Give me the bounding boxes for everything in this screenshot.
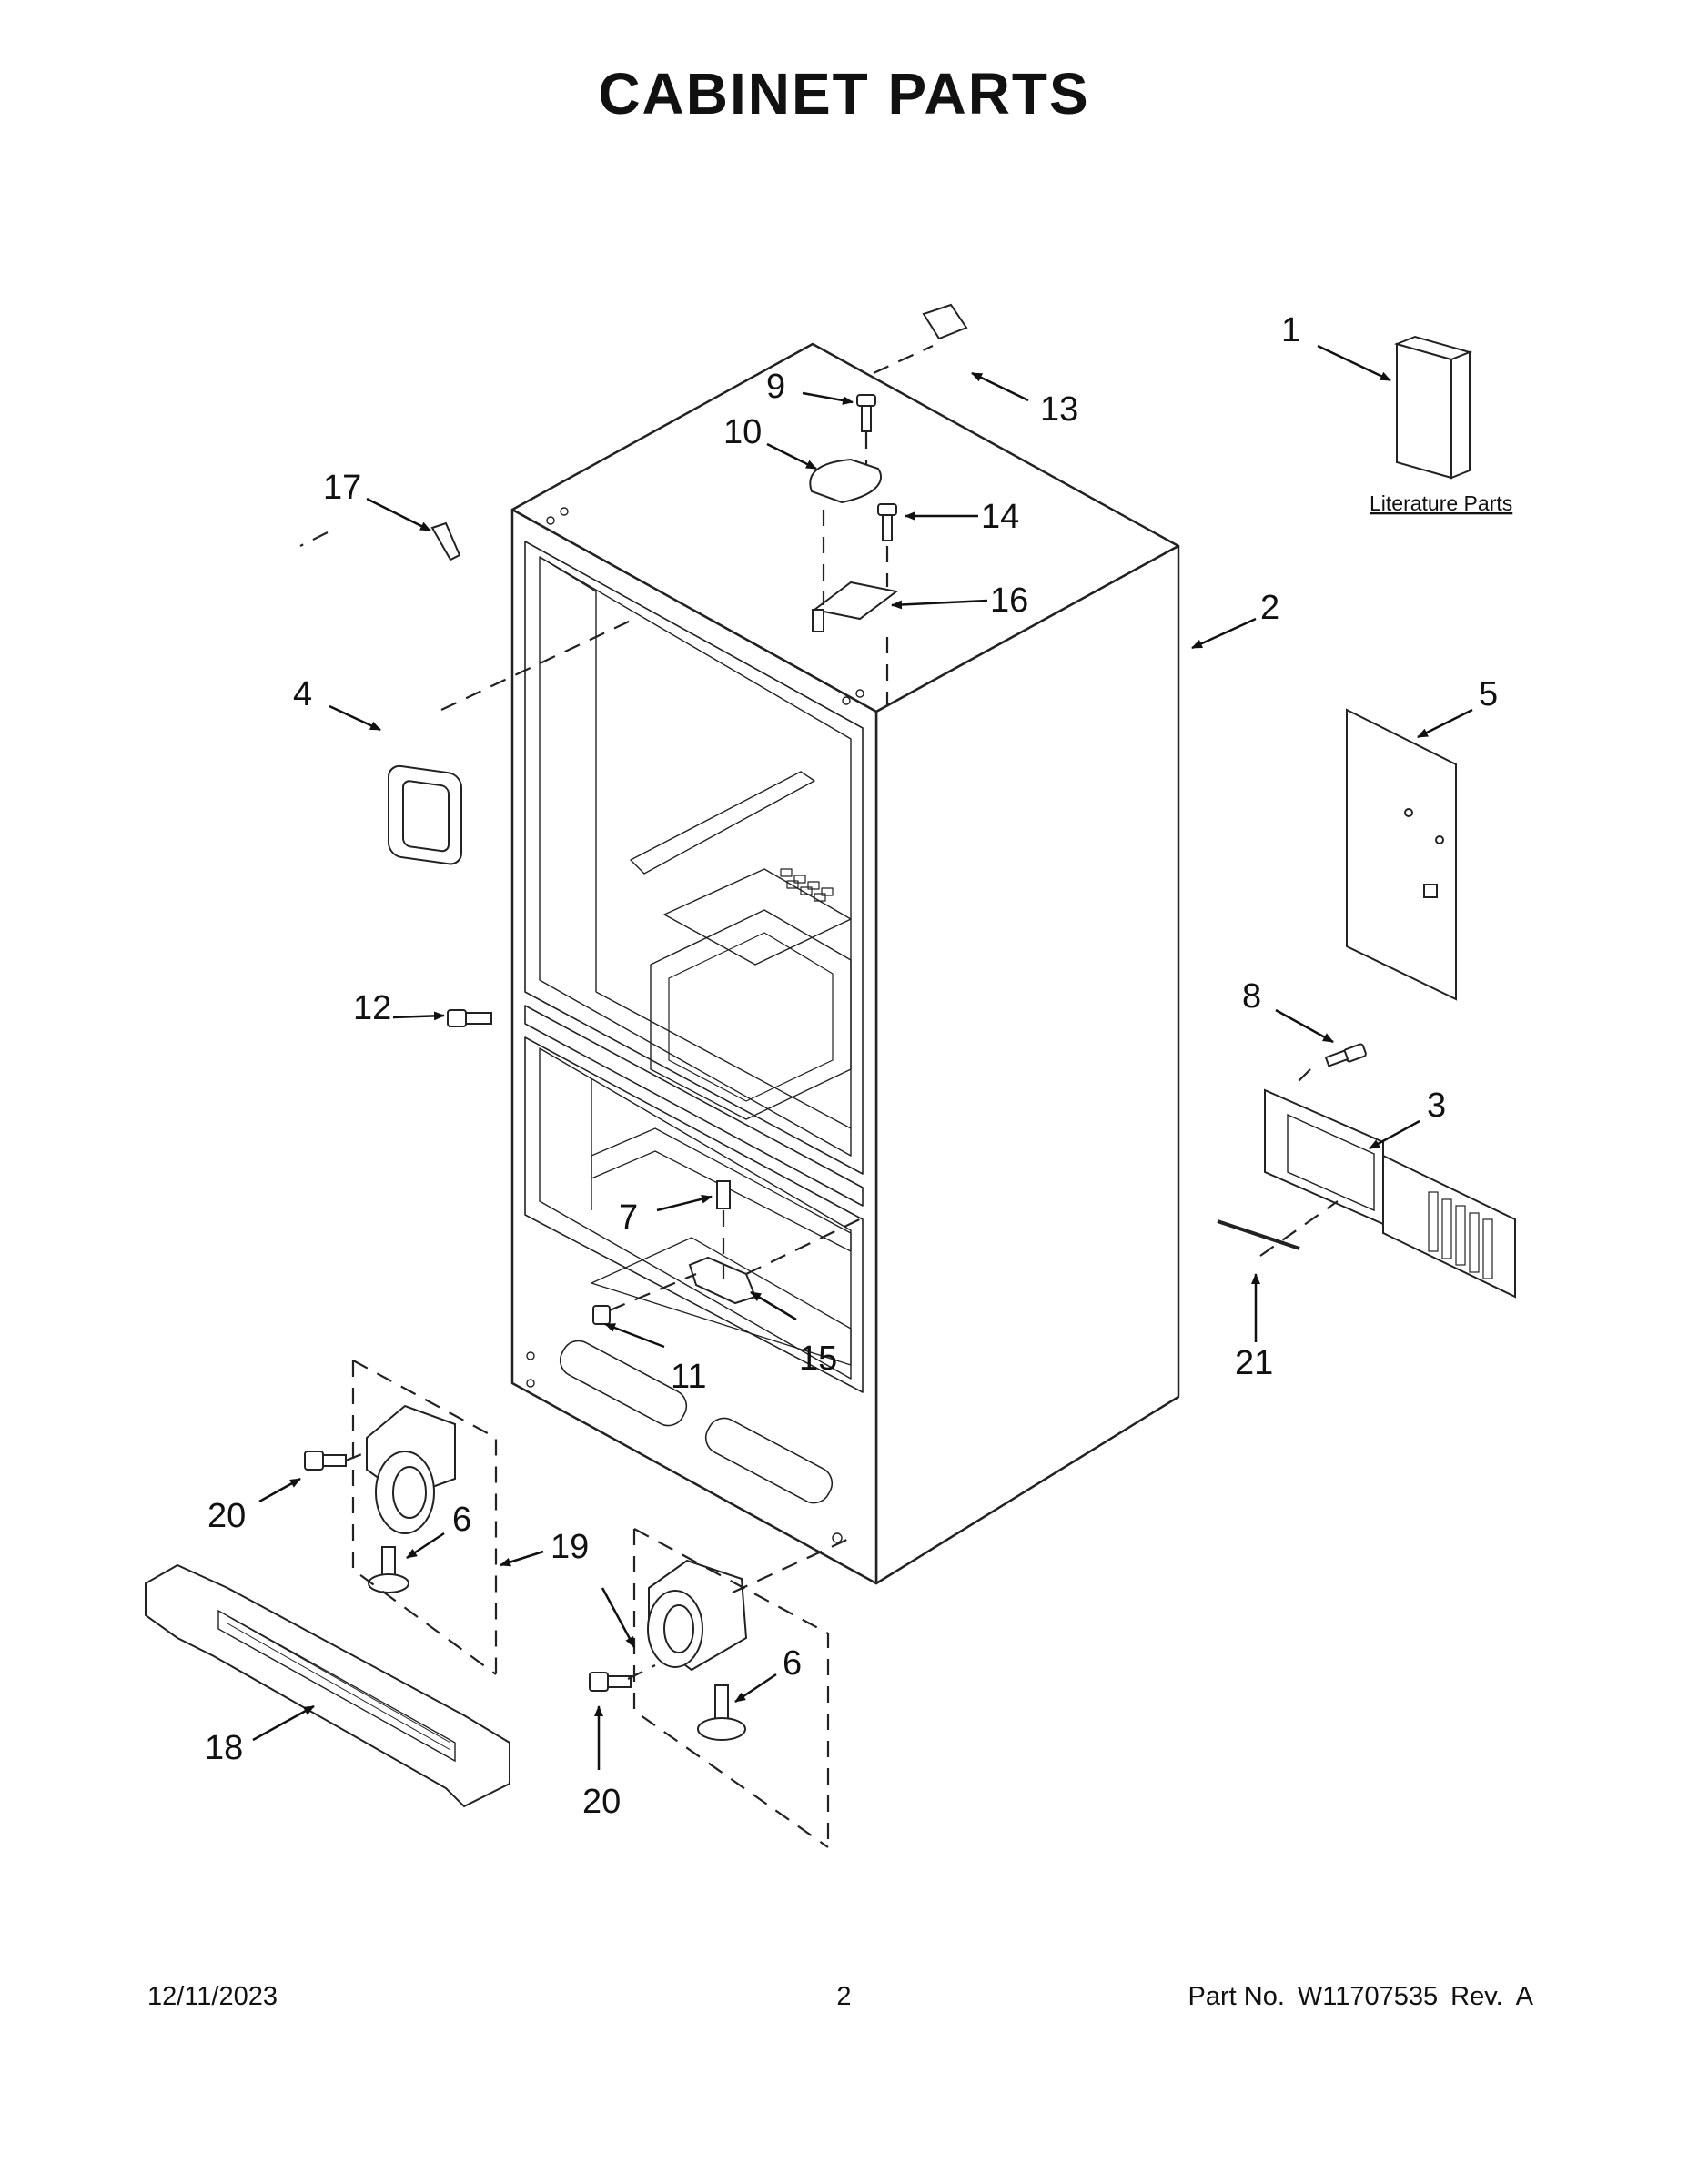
callout-6a: 6 xyxy=(452,1501,471,1539)
screw-12 xyxy=(447,1009,492,1027)
callout-18: 18 xyxy=(205,1729,243,1767)
callout-13: 13 xyxy=(1040,390,1078,429)
callout-20b: 20 xyxy=(582,1783,621,1821)
footer-page-number: 2 xyxy=(836,1982,852,2011)
callout-10: 10 xyxy=(723,413,762,451)
callout-16: 16 xyxy=(990,581,1028,620)
callout-1: 1 xyxy=(1281,311,1300,349)
side-cover xyxy=(388,764,462,865)
literature-parts xyxy=(1393,335,1473,480)
callout-15: 15 xyxy=(799,1340,837,1378)
footer-date: 12/11/2023 xyxy=(147,1982,278,2011)
machine-compartment-cover xyxy=(1264,1088,1516,1299)
right-roller-assembly xyxy=(589,1559,748,1741)
callout-12: 12 xyxy=(353,989,391,1027)
callout-21: 21 xyxy=(1235,1344,1273,1382)
callout-6b: 6 xyxy=(783,1644,802,1683)
callout-3: 3 xyxy=(1427,1087,1446,1125)
foam-strip xyxy=(1217,1219,1300,1250)
callout-9: 9 xyxy=(766,368,785,406)
rear-panel xyxy=(1346,708,1457,1001)
screw-8 xyxy=(1324,1043,1367,1067)
callout-17: 17 xyxy=(323,469,361,507)
center-hinge-assembly xyxy=(592,1180,757,1325)
group-outlines xyxy=(299,345,1339,1848)
part-no-label: Part No. xyxy=(1188,1982,1285,2011)
rev-value: A xyxy=(1515,1982,1533,2011)
callout-2: 2 xyxy=(1260,589,1279,627)
hinge-cover xyxy=(809,458,883,504)
callout-8: 8 xyxy=(1242,977,1261,1016)
literature-parts-label: Literature Parts xyxy=(1370,491,1512,515)
callout-4: 4 xyxy=(293,675,312,713)
callout-14: 14 xyxy=(981,498,1019,536)
rev-label: Rev. xyxy=(1450,1982,1503,2011)
leader-arrows xyxy=(252,344,1473,1770)
top-pad xyxy=(922,303,968,340)
callout-20a: 20 xyxy=(207,1497,246,1535)
callout-19: 19 xyxy=(551,1528,589,1566)
base-grille xyxy=(145,1563,510,1808)
left-roller-assembly xyxy=(304,1404,456,1593)
page-title: CABINET PARTS xyxy=(598,61,1090,126)
cabinet-shell xyxy=(510,342,1180,1585)
screw-9 xyxy=(856,394,876,432)
part-no-value: W11707535 xyxy=(1297,1982,1439,2011)
screw-14 xyxy=(877,503,897,541)
callout-7: 7 xyxy=(619,1198,638,1237)
top-hinge xyxy=(812,581,899,632)
callout-11: 11 xyxy=(671,1358,706,1396)
callout-5: 5 xyxy=(1479,675,1498,713)
footer-part-number: Part No. W11707535 Rev. A xyxy=(1188,1982,1533,2012)
clip xyxy=(430,521,461,561)
